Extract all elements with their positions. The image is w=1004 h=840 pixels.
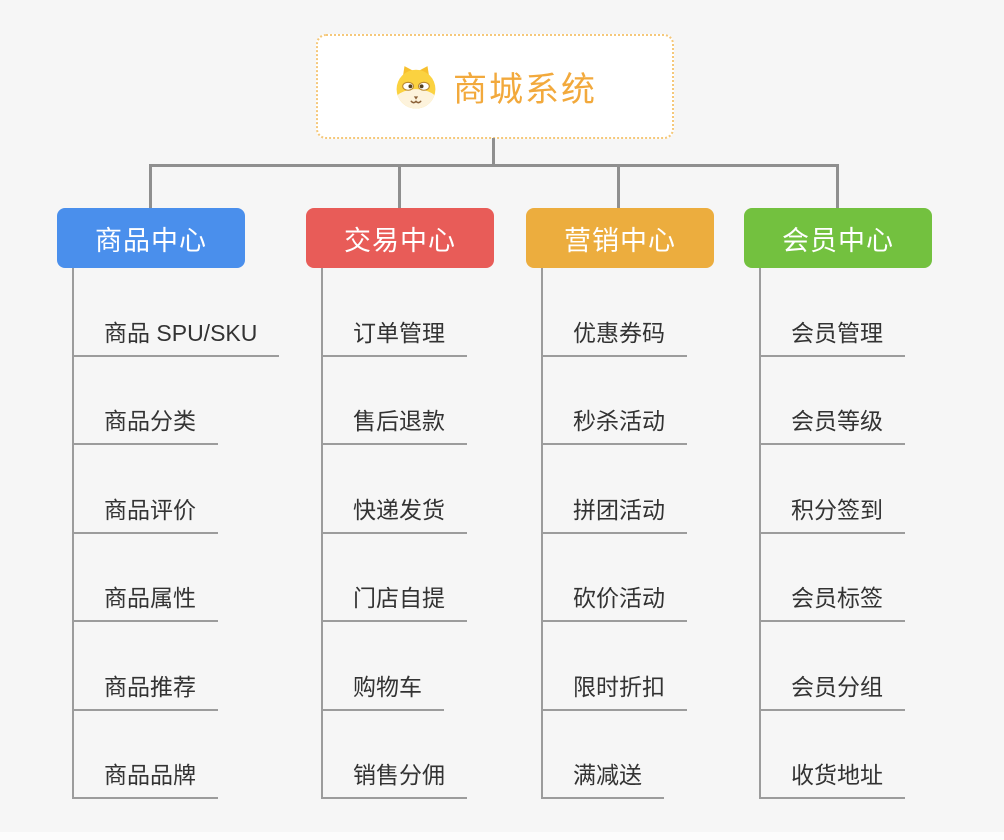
tree-item-label: 订单管理 bbox=[323, 314, 467, 357]
branch-node-product-center[interactable]: 商品中心 bbox=[57, 208, 245, 268]
root-node[interactable]: 商城系统 bbox=[316, 34, 674, 139]
branch-node-label: 商品中心 bbox=[95, 225, 207, 256]
dog-face-icon bbox=[396, 65, 436, 109]
tree-item[interactable]: 会员管理 bbox=[761, 268, 905, 357]
tree-item-label: 商品评价 bbox=[74, 491, 218, 534]
branch-node-label: 营销中心 bbox=[564, 225, 676, 256]
tree-item-label: 商品品牌 bbox=[74, 756, 218, 799]
tree-item-label: 销售分佣 bbox=[323, 756, 467, 799]
tree-item[interactable]: 售后退款 bbox=[323, 357, 467, 445]
connector-drop-marketing-center bbox=[617, 164, 620, 209]
tree-item[interactable]: 拼团活动 bbox=[543, 445, 687, 534]
tree-item[interactable]: 会员标签 bbox=[761, 534, 905, 622]
branch-children-product-center: 商品 SPU/SKU 商品分类商品评价商品属性商品推荐商品品牌 bbox=[72, 268, 280, 799]
tree-item[interactable]: 砍价活动 bbox=[543, 534, 687, 622]
branch-node-member-center[interactable]: 会员中心 bbox=[744, 208, 932, 268]
tree-item[interactable]: 商品品牌 bbox=[74, 711, 279, 799]
tree-item-label: 会员等级 bbox=[761, 402, 905, 445]
tree-item[interactable]: 商品分类 bbox=[74, 357, 279, 445]
tree-item[interactable]: 商品 SPU/SKU bbox=[74, 268, 280, 357]
tree-item[interactable]: 商品属性 bbox=[74, 534, 279, 622]
branch-node-label: 交易中心 bbox=[344, 225, 456, 256]
tree-item-label: 积分签到 bbox=[761, 491, 905, 534]
tree-item[interactable]: 销售分佣 bbox=[323, 711, 467, 799]
tree-item[interactable]: 快递发货 bbox=[323, 445, 467, 534]
tree-item-label: 门店自提 bbox=[323, 579, 467, 622]
branch-children-marketing-center: 优惠券码秒杀活动拼团活动砍价活动限时折扣满减送 bbox=[541, 268, 687, 799]
tree-item[interactable]: 订单管理 bbox=[323, 268, 467, 357]
connector-drop-member-center bbox=[836, 164, 839, 209]
tree-item[interactable]: 限时折扣 bbox=[543, 622, 687, 711]
tree-item[interactable]: 秒杀活动 bbox=[543, 357, 687, 445]
tree-item-label: 会员标签 bbox=[761, 579, 905, 622]
canvas-bottom-strip bbox=[0, 832, 1004, 840]
tree-item-label: 拼团活动 bbox=[543, 491, 687, 534]
tree-item-label: 秒杀活动 bbox=[543, 402, 687, 445]
tree-item[interactable]: 优惠券码 bbox=[543, 268, 687, 357]
tree-item-label: 收货地址 bbox=[761, 756, 905, 799]
tree-item-label: 优惠券码 bbox=[543, 314, 687, 357]
tree-item[interactable]: 购物车 bbox=[323, 622, 467, 711]
tree-item[interactable]: 会员分组 bbox=[761, 622, 905, 711]
tree-item-label: 会员分组 bbox=[761, 668, 905, 711]
connector-horizontal-bar bbox=[149, 164, 839, 167]
root-node-label: 商城系统 bbox=[453, 71, 597, 109]
branch-children-trade-center: 订单管理售后退款快递发货门店自提购物车销售分佣 bbox=[321, 268, 467, 799]
tree-item-label: 满减送 bbox=[543, 756, 664, 799]
connector-drop-trade-center bbox=[398, 164, 401, 209]
branch-node-marketing-center[interactable]: 营销中心 bbox=[526, 208, 714, 268]
tree-item-label: 商品推荐 bbox=[74, 668, 218, 711]
branch-node-label: 会员中心 bbox=[782, 225, 894, 256]
tree-item-label: 购物车 bbox=[323, 668, 444, 711]
connector-root-stub bbox=[492, 138, 495, 165]
tree-item-label: 砍价活动 bbox=[543, 579, 687, 622]
tree-item-label: 商品属性 bbox=[74, 579, 218, 622]
tree-item-label: 会员管理 bbox=[761, 314, 905, 357]
tree-item[interactable]: 门店自提 bbox=[323, 534, 467, 622]
tree-item[interactable]: 商品评价 bbox=[74, 445, 279, 534]
tree-item-label: 限时折扣 bbox=[543, 668, 687, 711]
tree-item-label: 快递发货 bbox=[323, 491, 467, 534]
tree-item[interactable]: 商品推荐 bbox=[74, 622, 279, 711]
tree-item-label: 商品 SPU/SKU bbox=[74, 314, 280, 357]
tree-item[interactable]: 收货地址 bbox=[761, 711, 905, 799]
tree-item-label: 售后退款 bbox=[323, 402, 467, 445]
tree-item[interactable]: 积分签到 bbox=[761, 445, 905, 534]
tree-item-label: 商品分类 bbox=[74, 402, 218, 445]
branch-children-member-center: 会员管理会员等级积分签到会员标签会员分组收货地址 bbox=[759, 268, 905, 799]
tree-item[interactable]: 满减送 bbox=[543, 711, 687, 799]
tree-item[interactable]: 会员等级 bbox=[761, 357, 905, 445]
branch-node-trade-center[interactable]: 交易中心 bbox=[306, 208, 494, 268]
connector-drop-product-center bbox=[149, 164, 152, 209]
